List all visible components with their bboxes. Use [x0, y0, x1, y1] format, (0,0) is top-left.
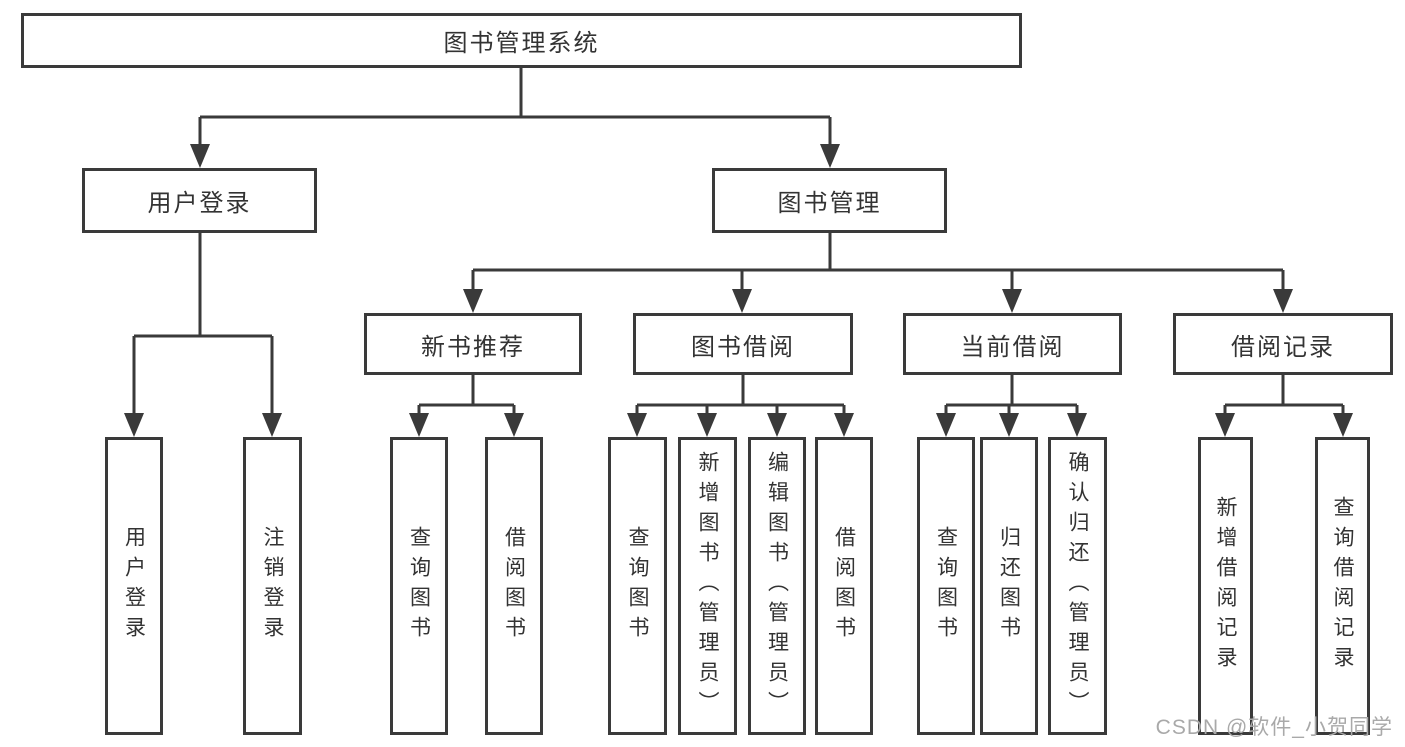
arrowhead-book-management	[820, 144, 840, 168]
leaf-borrow-books-new: 借阅图书	[485, 437, 543, 735]
leaf-query-borrow-record: 查询借阅记录	[1315, 437, 1370, 735]
leaf-query-books-new-label: 查询图书	[407, 526, 431, 646]
leaf-query-books-borrow: 查询图书	[608, 437, 667, 735]
arrowhead-leaf-borrow-books-new	[504, 413, 524, 437]
connector-current-borrowing-branch	[944, 375, 1079, 415]
leaf-logout: 注销登录	[243, 437, 302, 735]
node-root: 图书管理系统	[21, 13, 1022, 68]
arrowhead-leaf-add-record	[1215, 413, 1235, 437]
arrowhead-user-login	[190, 144, 210, 168]
arrowhead-leaf-query-record	[1333, 413, 1353, 437]
connector-book-borrowing-branch	[635, 375, 846, 415]
leaf-add-books-admin-label: 新增图书（管理员）	[696, 451, 719, 721]
leaf-add-books-admin: 新增图书（管理员）	[678, 437, 737, 735]
arrowhead-book-borrowing	[732, 289, 752, 313]
leaf-query-books-new: 查询图书	[390, 437, 448, 735]
leaf-edit-books-admin: 编辑图书（管理员）	[748, 437, 806, 735]
node-user-login: 用户登录	[82, 168, 317, 233]
arrowhead-leaf-confirm-return	[1067, 413, 1087, 437]
node-new-books-label: 新书推荐	[421, 333, 525, 361]
arrowhead-leaf-return-books	[999, 413, 1019, 437]
node-book-management: 图书管理	[712, 168, 947, 233]
leaf-add-borrow-record-label: 新增借阅记录	[1214, 496, 1237, 676]
leaf-logout-label: 注销登录	[261, 526, 284, 646]
node-user-login-label: 用户登录	[147, 190, 252, 217]
arrowhead-new-books	[463, 289, 483, 313]
connector-user-login-branch	[132, 233, 274, 415]
connector-book-management-branch	[471, 233, 1285, 291]
connector-new-books-branch	[417, 375, 516, 415]
leaf-confirm-return-admin-label: 确认归还（管理员）	[1066, 451, 1089, 721]
arrowhead-borrowing-records	[1273, 289, 1293, 313]
node-borrowing-records: 借阅记录	[1173, 313, 1393, 375]
arrowhead-leaf-logout	[262, 413, 282, 437]
arrowhead-current-borrowing	[1002, 289, 1022, 313]
leaf-borrow-books-new-label: 借阅图书	[502, 526, 526, 646]
arrowhead-leaf-borrow-books	[834, 413, 854, 437]
connector-borrowing-records-branch	[1223, 375, 1345, 415]
leaf-add-borrow-record: 新增借阅记录	[1198, 437, 1253, 735]
leaf-return-books-label: 归还图书	[997, 526, 1021, 646]
leaf-query-books-current: 查询图书	[917, 437, 975, 735]
leaf-borrow-books: 借阅图书	[815, 437, 873, 735]
connector-trunk	[198, 68, 832, 146]
node-borrowing-records-label: 借阅记录	[1231, 333, 1335, 361]
leaf-confirm-return-admin: 确认归还（管理员）	[1048, 437, 1107, 735]
arrowhead-leaf-query-books-new	[409, 413, 429, 437]
arrowhead-leaf-user-login	[124, 413, 144, 437]
node-book-management-label: 图书管理	[777, 190, 882, 217]
arrowheads	[124, 144, 1353, 437]
arrowhead-leaf-query-books-borrow	[627, 413, 647, 437]
leaf-user-login: 用户登录	[105, 437, 163, 735]
csdn-watermark: CSDN @软件_小贺同学	[1155, 716, 1393, 739]
arrowhead-leaf-add-books	[697, 413, 717, 437]
leaf-borrow-books-label: 借阅图书	[832, 526, 856, 646]
node-current-borrowing-label: 当前借阅	[960, 333, 1065, 361]
leaf-query-books-borrow-label: 查询图书	[626, 526, 649, 646]
arrowhead-leaf-query-books-current	[936, 413, 956, 437]
leaf-user-login-label: 用户登录	[122, 526, 146, 646]
arrowhead-leaf-edit-books	[767, 413, 787, 437]
leaf-query-books-current-label: 查询图书	[934, 526, 958, 646]
node-book-borrowing: 图书借阅	[633, 313, 853, 375]
node-current-borrowing: 当前借阅	[903, 313, 1122, 375]
leaf-query-borrow-record-label: 查询借阅记录	[1331, 496, 1354, 676]
node-book-borrowing-label: 图书借阅	[691, 333, 795, 361]
node-new-books: 新书推荐	[364, 313, 582, 375]
leaf-return-books: 归还图书	[980, 437, 1038, 735]
leaf-edit-books-admin-label: 编辑图书（管理员）	[765, 451, 789, 721]
node-root-label: 图书管理系统	[443, 30, 600, 57]
